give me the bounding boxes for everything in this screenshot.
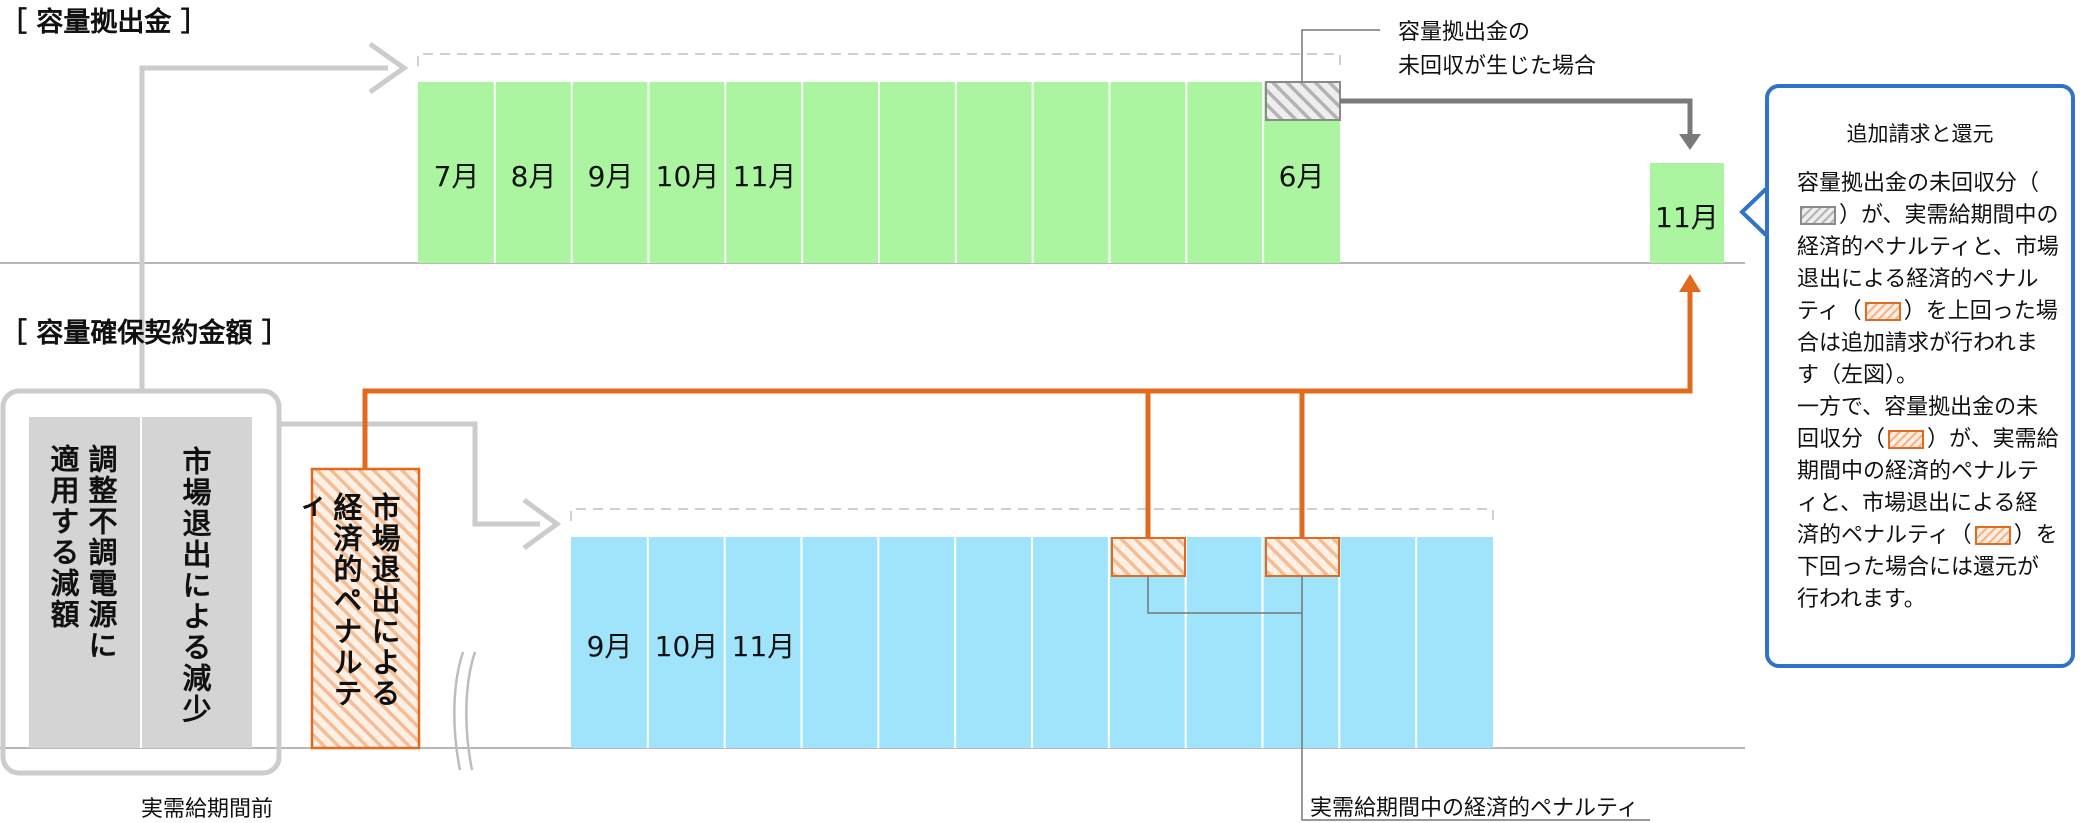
callout-text: 容量拠出金の未回収分（ bbox=[1797, 171, 2040, 196]
pre-period-exit-label: 市場退出による減少 bbox=[178, 446, 212, 725]
gray-arrow-head bbox=[1679, 134, 1701, 150]
break-mark bbox=[453, 651, 465, 771]
callout-pointer bbox=[1739, 183, 1769, 241]
top-month-label: 7月 bbox=[433, 160, 480, 193]
gray-flow-head-bottom bbox=[522, 497, 562, 551]
top-month-label: 9月 bbox=[587, 160, 634, 193]
top-result-box bbox=[1650, 163, 1724, 263]
callout-text: ）が、実需給期間中の経済的ペナルティと、市場退出による経済的ペナルティ（ bbox=[1797, 427, 2059, 548]
uncollected-hatch-box bbox=[1265, 81, 1341, 121]
uncollected-annotation-1: 容量拠出金の bbox=[1398, 20, 1531, 45]
bottom-dashed-bracket bbox=[570, 508, 1494, 521]
callout-text: 一方で、容量拠出金の未回収分（ bbox=[1797, 395, 2039, 452]
pre-period-frame bbox=[0, 388, 282, 776]
callout-text: ）を上回った場合は追加請求が行われます（左図）。 bbox=[1797, 299, 2058, 388]
callout-title: 追加請求と還元 bbox=[1846, 122, 1994, 146]
top-month-label: 6月 bbox=[1278, 160, 1325, 193]
orange-arrow-head bbox=[1679, 274, 1701, 292]
uncollected-annotation-2: 未回収が生じた場合 bbox=[1398, 54, 1597, 79]
title-capacity-contribution: ［ 容量拠出金 ］ bbox=[0, 7, 208, 38]
period-penalty-box-2 bbox=[1265, 537, 1340, 577]
top-month-label: 10月 bbox=[655, 160, 720, 193]
gray-flow-head-top bbox=[368, 41, 409, 95]
period-penalty-annotation: 実需給期間中の経済的ペナルティ bbox=[1310, 796, 1639, 821]
period-penalty-leader bbox=[1301, 576, 1650, 821]
orange-hatch-swatch-icon bbox=[1864, 302, 1901, 321]
pre-period-caption: 実需給期間前 bbox=[141, 797, 274, 822]
top-dashed-bracket bbox=[417, 53, 1341, 66]
callout-text: ）が、実需給期間中の経済的ペナルティと、市場退出による経済的ペナルティ（ bbox=[1797, 203, 2059, 324]
callout-box: 追加請求と還元 容量拠出金の未回収分（ ）が、実需給期間中の経済的ペナルティと、市… bbox=[1765, 84, 2075, 668]
top-bar-dividers bbox=[493, 82, 1265, 263]
gray-flow-line-bottom bbox=[278, 421, 540, 527]
period-penalty-box-1 bbox=[1111, 537, 1186, 577]
top-month-label: 11月 bbox=[732, 160, 797, 193]
top-month-label: 8月 bbox=[510, 160, 557, 193]
orange-connector bbox=[362, 292, 1693, 469]
callout-text: ）を下回った場合には還元が行われます。 bbox=[1797, 523, 2058, 612]
uncollected-leader bbox=[1301, 29, 1380, 82]
orange-hatch-swatch-icon bbox=[1974, 526, 2011, 545]
title-capacity-contract: ［ 容量確保契約金額 ］ bbox=[0, 318, 289, 349]
pre-period-adjust-label: 調整不調電源に適用する減額 bbox=[46, 444, 118, 661]
gray-arrow-line bbox=[1340, 98, 1693, 140]
gray-hatch-swatch-icon bbox=[1800, 206, 1836, 225]
top-result-month-label: 11月 bbox=[1655, 201, 1719, 234]
orange-hatch-swatch-icon bbox=[1888, 430, 1925, 449]
callout-body: 容量拠出金の未回収分（ ）が、実需給期間中の経済的ペナルティと、市場退出による経済… bbox=[1797, 168, 2059, 616]
market-exit-penalty-label: 市場退出による経済的ペナルティ bbox=[291, 492, 401, 709]
bottom-month-label: 9月 bbox=[586, 630, 633, 663]
gray-flow-line-top bbox=[139, 65, 388, 389]
bottom-month-label: 11月 bbox=[731, 630, 796, 663]
bottom-month-label: 10月 bbox=[654, 630, 719, 663]
market-exit-penalty-box bbox=[310, 467, 421, 750]
